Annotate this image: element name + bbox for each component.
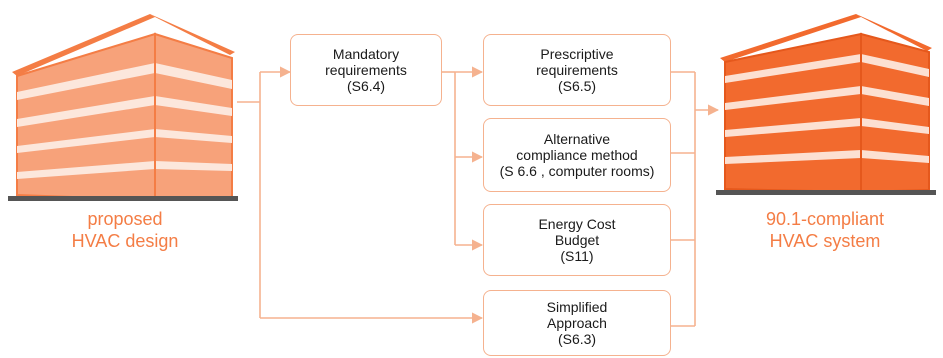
- simplified-approach-box: Simplified Approach (S6.3): [483, 290, 671, 356]
- mandatory-requirements-box: Mandatory requirements (S6.4): [290, 34, 442, 106]
- proposed-design-caption: proposed HVAC design: [71, 209, 179, 251]
- prescriptive-requirements-box: Prescriptive requirements (S6.5): [483, 34, 671, 106]
- energy-cost-budget-box: Energy Cost Budget (S11): [483, 204, 671, 276]
- proposed-building-icon: [8, 14, 238, 202]
- compliant-building-icon: [716, 14, 936, 195]
- connectors: [237, 66, 720, 327]
- alternative-compliance-box: Alternative compliance method (S 6.6 , c…: [483, 118, 671, 192]
- compliant-system-caption: 90.1-compliant HVAC system: [765, 209, 885, 251]
